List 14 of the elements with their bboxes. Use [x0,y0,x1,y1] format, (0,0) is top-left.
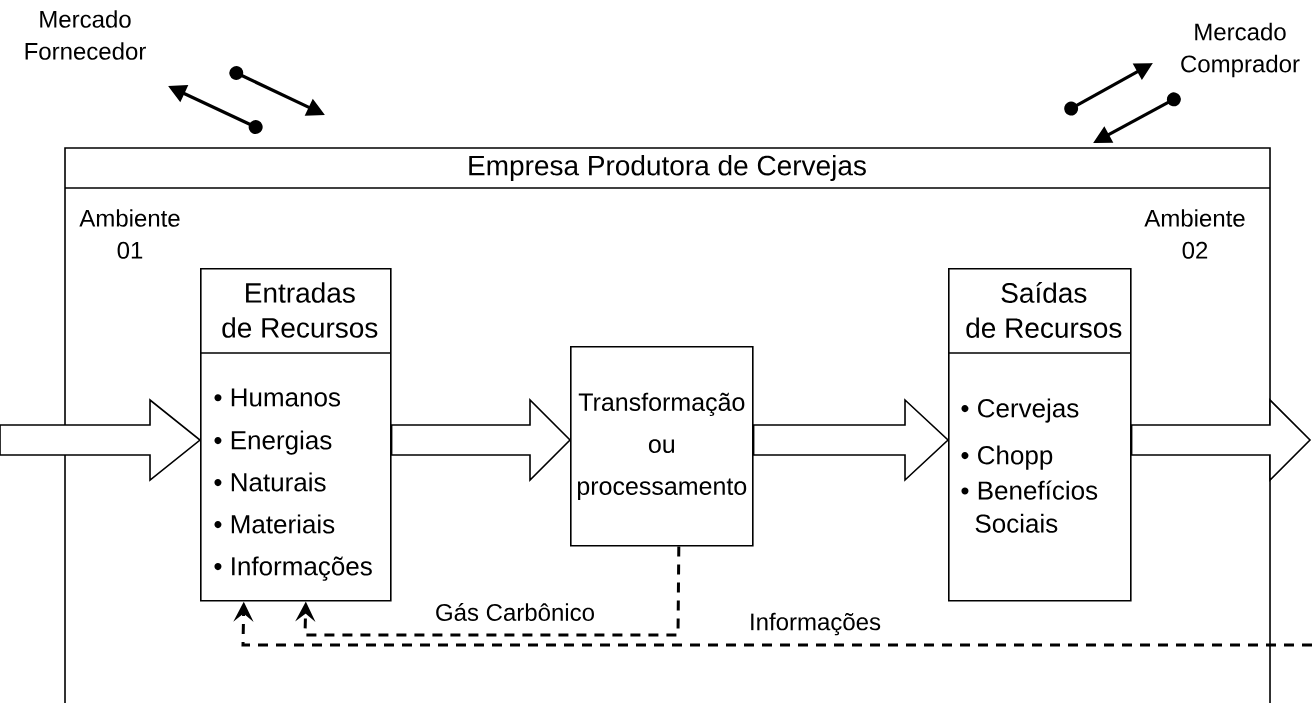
block-arrow [0,398,202,482]
side-label: Ambiente 01 [79,209,180,259]
side-label: Ambiente 02 [1144,209,1245,259]
dashed-arrow [295,546,681,637]
block-arrow [390,398,572,482]
process-box: Saídas de Recursos • Cervejas • Chopp • Benefícios Sociais [947,268,1132,602]
edge-label: Informações [747,610,884,638]
process-box: Transformação ou processamento [570,346,754,547]
block-arrow [752,398,950,482]
side-label: Mercado Fornecedor [25,10,146,60]
side-label: Mercado Comprador [1181,22,1300,78]
process-box: Entradas de Recursos • Humanos • Energias • Naturais • Materiais • Informações [199,268,392,602]
edge-label: Gás Carbônico [432,601,598,623]
block-arrow [1130,398,1312,482]
